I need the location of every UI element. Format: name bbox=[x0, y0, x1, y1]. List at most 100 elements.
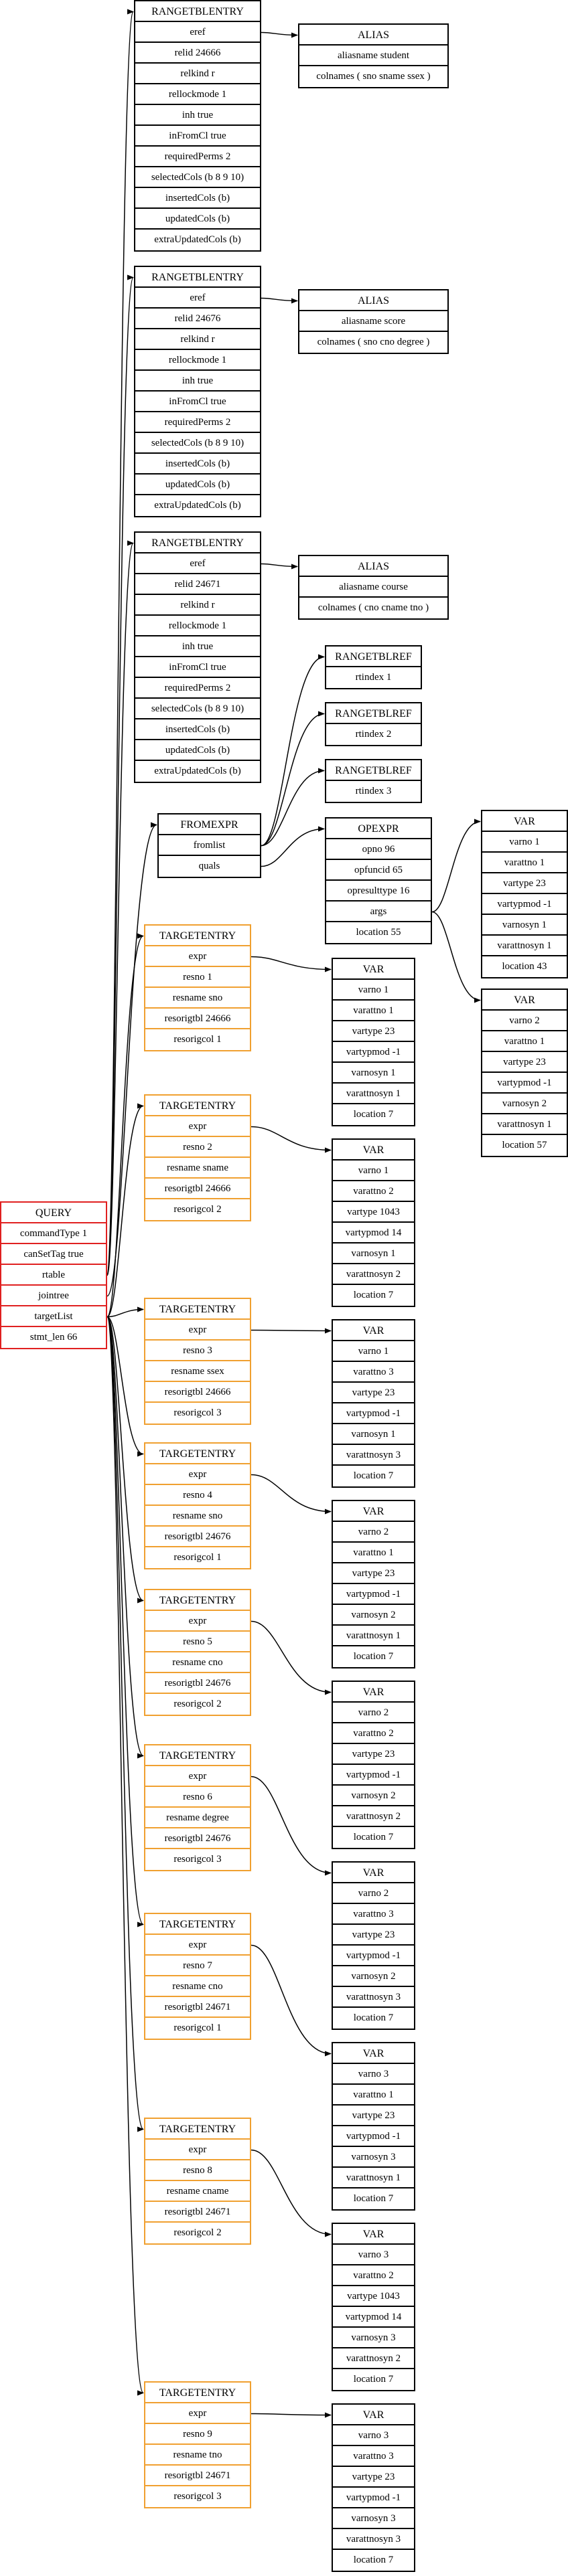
node-field: varno 2 bbox=[482, 1011, 567, 1031]
node-field: relid 24676 bbox=[135, 309, 260, 329]
node-field: resorigcol 2 bbox=[173, 1699, 222, 1709]
node-field: canSetTag true bbox=[1, 1244, 106, 1265]
node-header: VAR bbox=[333, 959, 414, 980]
node-field: relid 24666 bbox=[135, 43, 260, 64]
node-field: vartype 23 bbox=[333, 1925, 414, 1946]
node-field: resno 2 bbox=[145, 1137, 250, 1158]
node-header: TARGETENTRY bbox=[145, 1299, 250, 1320]
node-field: resorigtbl 24676 bbox=[145, 1673, 250, 1694]
node-field: inFromCl true bbox=[135, 126, 260, 147]
node-field: inFromCl true bbox=[135, 657, 260, 678]
node-field: expr bbox=[145, 1464, 250, 1485]
edge-query-to-te2 bbox=[106, 1103, 144, 1318]
edge-fromexpr-to-rtref2 bbox=[261, 711, 325, 847]
node-field: location 7 bbox=[353, 1290, 394, 1300]
node-header: TARGETENTRY bbox=[145, 2383, 250, 2403]
node-field: jointree bbox=[1, 1286, 106, 1306]
node-field: resorigtbl 24666 bbox=[145, 1382, 250, 1403]
edge-te6-to-v6 bbox=[251, 1776, 332, 1876]
node-field: resname cname bbox=[145, 2181, 250, 2202]
node-field: varattno 2 bbox=[333, 2265, 414, 2286]
node-field: aliasname course bbox=[299, 577, 447, 598]
node-field: vartypmod -1 bbox=[333, 1584, 414, 1605]
node-field: vartype 23 bbox=[482, 873, 567, 894]
node-field: aliasname student bbox=[299, 46, 447, 66]
node-field: eref bbox=[135, 288, 260, 309]
node-header: ALIAS bbox=[299, 25, 447, 46]
node-field: colnames ( sno sname ssex ) bbox=[316, 71, 431, 82]
node-field: opresulttype 16 bbox=[326, 881, 431, 901]
node-field: insertedCols (b) bbox=[135, 719, 260, 740]
node-field: location 55 bbox=[356, 927, 401, 938]
node-field: vartype 23 bbox=[333, 2467, 414, 2488]
node-field: resorigtbl 24666 bbox=[145, 1009, 250, 1029]
node-field: resno 7 bbox=[145, 1956, 250, 1976]
edge-te9-to-v9 bbox=[251, 2412, 332, 2418]
node-field: resno 6 bbox=[145, 1787, 250, 1808]
node-header: RANGETBLENTRY bbox=[135, 267, 260, 288]
edge-te4-to-v4 bbox=[251, 1474, 332, 1515]
node-field: varattnosyn 1 bbox=[482, 936, 567, 956]
node-field: resorigcol 3 bbox=[173, 1407, 222, 1418]
node-field: varattno 1 bbox=[333, 1543, 414, 1563]
node-field: relid 24671 bbox=[135, 574, 260, 595]
node-field: colnames ( sno cno degree ) bbox=[317, 337, 430, 347]
edge-query-to-te5 bbox=[106, 1316, 144, 1604]
edge-query-to-te8 bbox=[106, 1316, 144, 2132]
node-field: inh true bbox=[135, 371, 260, 392]
edge-te2-to-v2 bbox=[251, 1126, 332, 1153]
node-field: insertedCols (b) bbox=[135, 188, 260, 209]
node-field: expr bbox=[145, 1766, 250, 1787]
node-field: extraUpdatedCols (b) bbox=[154, 234, 241, 245]
edge-query-to-te6 bbox=[106, 1316, 144, 1759]
node-header: OPEXPR bbox=[326, 819, 431, 839]
edge-query-to-rte2 bbox=[106, 275, 134, 1276]
node-field: commandType 1 bbox=[1, 1223, 106, 1244]
node-field: resorigtbl 24671 bbox=[145, 2202, 250, 2223]
node-field: varattno 3 bbox=[333, 2446, 414, 2467]
node-field: updatedCols (b) bbox=[135, 475, 260, 495]
node-header: TARGETENTRY bbox=[145, 926, 250, 946]
node-field: vartypmod -1 bbox=[482, 894, 567, 915]
node-field: varattnosyn 1 bbox=[333, 2168, 414, 2188]
edge-query-to-te1 bbox=[106, 933, 144, 1318]
node-header: RANGETBLENTRY bbox=[135, 1, 260, 22]
node-field: resorigcol 2 bbox=[173, 1204, 222, 1215]
node-field: varnosyn 3 bbox=[333, 2147, 414, 2168]
node-field: resorigcol 1 bbox=[173, 1034, 222, 1045]
node-field: resname ssex bbox=[145, 1361, 250, 1382]
node-field: vartypmod -1 bbox=[333, 1765, 414, 1786]
node-header: ALIAS bbox=[299, 556, 447, 577]
node-field: vartypmod -1 bbox=[482, 1073, 567, 1094]
node-field: resname sname bbox=[145, 1158, 250, 1179]
node-header: VAR bbox=[333, 1320, 414, 1341]
node-header: TARGETENTRY bbox=[145, 1590, 250, 1611]
node-field: vartype 23 bbox=[333, 1563, 414, 1584]
node-field: varno 2 bbox=[333, 1883, 414, 1904]
edge-fromexpr-to-rtref3 bbox=[261, 768, 325, 847]
node-field: selectedCols (b 8 9 10) bbox=[135, 433, 260, 454]
edge-fromexpr-to-rtref1 bbox=[261, 654, 325, 847]
node-field: resorigtbl 24666 bbox=[145, 1179, 250, 1199]
node-field: varattno 3 bbox=[333, 1362, 414, 1383]
node-field: expr bbox=[145, 946, 250, 967]
node-field: expr bbox=[145, 1611, 250, 1632]
node-field: resorigcol 3 bbox=[173, 2491, 222, 2502]
node-field: varattnosyn 1 bbox=[333, 1084, 414, 1104]
node-field: varno 1 bbox=[482, 832, 567, 853]
node-field: resname sno bbox=[145, 988, 250, 1009]
edge-opexpr-to-varA bbox=[431, 819, 481, 913]
node-field: varno 2 bbox=[333, 1703, 414, 1723]
node-field: varattnosyn 1 bbox=[333, 1626, 414, 1646]
node-header: VAR bbox=[333, 2043, 414, 2064]
node-field: varno 3 bbox=[333, 2425, 414, 2446]
node-field: location 57 bbox=[502, 1140, 547, 1150]
node-field: expr bbox=[145, 1935, 250, 1956]
